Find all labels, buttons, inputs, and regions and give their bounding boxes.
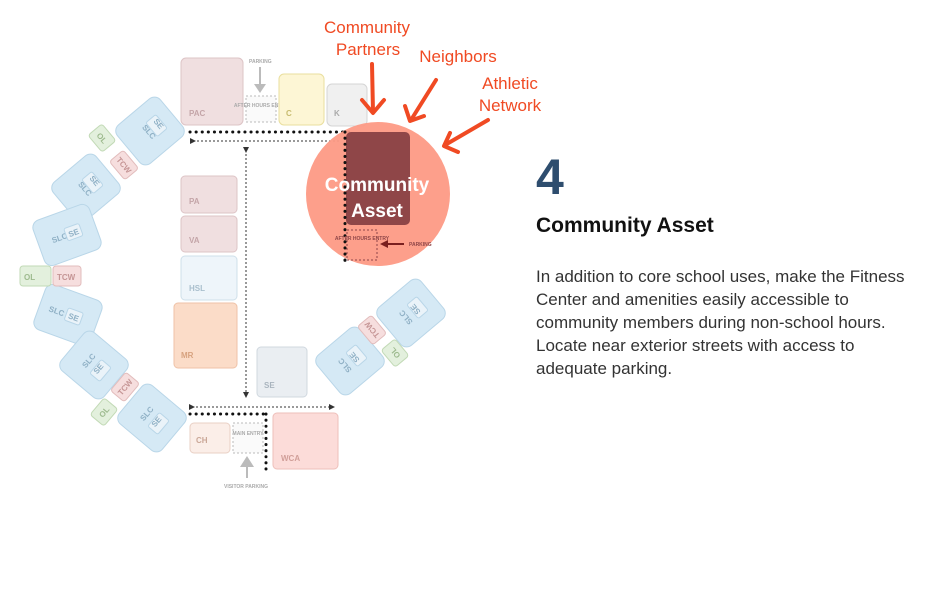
main-entry: MAIN ENTRY [232, 422, 265, 454]
svg-text:SE: SE [67, 227, 81, 239]
slc-unit: SLC SE [51, 153, 121, 223]
learning-communities-left: SLC SE SLC SE SLC SE SLC SE SLC SE [19, 96, 187, 453]
step-description: In addition to core school uses, make th… [536, 267, 905, 378]
se-center-block: SE [256, 346, 308, 398]
slc-unit: SLC SE [59, 330, 129, 400]
arrow-icon [360, 62, 386, 115]
k-block: K [326, 83, 368, 127]
svg-text:SE: SE [67, 311, 81, 323]
learning-communities-right: SLC SE SLC SE TCW OL [315, 278, 446, 396]
neighbors-label: Neighbors [419, 47, 497, 66]
community-partners-line2: Partners [336, 40, 400, 59]
after-hours-entry-label: AFTER HOURS ENTRY [335, 236, 390, 242]
se-center-label: SE [264, 381, 275, 390]
pac-label: PAC [189, 109, 206, 118]
community-partners-line1: Community [324, 18, 410, 37]
va-label: VA [189, 236, 200, 245]
top-parking: PARKING [249, 59, 272, 93]
mr-label: MR [181, 351, 194, 360]
top-parking-label: PARKING [249, 59, 272, 65]
slc-unit: SLC SE [117, 383, 187, 453]
slc-unit: SLC SE [315, 326, 385, 396]
hsl-label: HSL [189, 284, 205, 293]
visitor-parking: VISITOR PARKING [224, 456, 268, 490]
wca-label: WCA [281, 454, 300, 463]
c-label: C [286, 109, 292, 118]
main-entry-label: MAIN ENTRY [233, 431, 265, 437]
athletic-network-line2: Network [479, 96, 542, 115]
va-block: VA [180, 215, 238, 253]
arrow-icon [403, 78, 438, 123]
pa-label: PA [189, 197, 200, 206]
step-number: 4 [536, 149, 564, 205]
community-asset-title-line2: Asset [351, 201, 403, 222]
k-label: K [334, 109, 340, 118]
ch-label: CH [196, 436, 208, 445]
stakeholder-annotations: Community Partners Neighbors Athletic Ne… [324, 18, 542, 154]
pa-block: PA [180, 175, 238, 214]
visitor-parking-label: VISITOR PARKING [224, 484, 268, 490]
c-block: C [278, 73, 325, 126]
slc-unit: SLC SE [32, 203, 102, 267]
top-after-hours-label: AFTER HOURS ENTRY [234, 103, 289, 109]
hsl-block: HSL [180, 255, 238, 301]
slc-unit: SLC SE [115, 96, 185, 166]
wca-block: WCA [272, 412, 339, 470]
athletic-network-line1: Athletic [482, 74, 538, 93]
top-after-hours-entry: AFTER HOURS ENTRY [234, 95, 289, 123]
slc-unit: SLC SE [33, 283, 103, 347]
pac-block: PAC [180, 57, 244, 126]
community-asset-highlight: Community Asset AFTER HOURS ENTRY PARKIN… [306, 122, 450, 267]
step-title: Community Asset [536, 214, 714, 237]
mr-block: MR [173, 302, 238, 369]
community-asset-title-line1: Community [325, 175, 430, 196]
slc-unit: SLC SE [376, 278, 446, 348]
arrow-icon [442, 118, 490, 154]
svg-text:TCW: TCW [57, 273, 76, 282]
side-parking-label: PARKING [409, 242, 432, 248]
ch-block: CH [189, 422, 231, 454]
svg-text:OL: OL [24, 273, 35, 282]
